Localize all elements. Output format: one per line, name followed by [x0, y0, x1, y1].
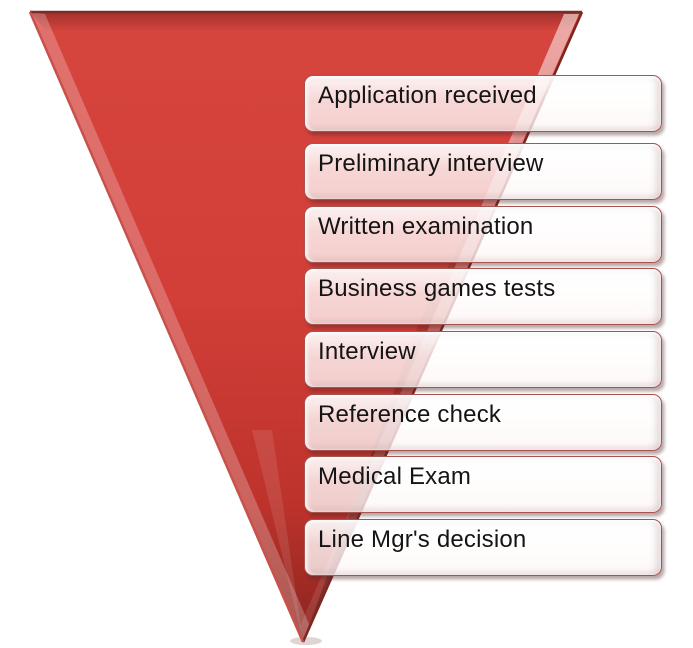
- funnel-left-bevel: [30, 12, 309, 642]
- step-box-business-games-tests: Business games tests: [304, 268, 662, 325]
- step-box-interview: Interview: [304, 331, 662, 388]
- funnel-top-shade: [31, 13, 581, 32]
- step-box-medical-exam: Medical Exam: [304, 456, 662, 513]
- funnel-left-edge: [28, 11, 305, 643]
- step-label: Interview: [318, 338, 416, 365]
- funnel-center-ridge: [252, 430, 303, 642]
- step-box-line-mgrs-decision: Line Mgr's decision: [304, 519, 662, 576]
- step-label: Line Mgr's decision: [318, 526, 527, 553]
- step-box-application-received: Application received: [304, 75, 662, 132]
- step-box-reference-check: Reference check: [304, 394, 662, 451]
- step-label: Reference check: [318, 401, 502, 428]
- step-label: Medical Exam: [318, 463, 472, 490]
- step-label: Business games tests: [318, 275, 556, 302]
- step-label: Preliminary interview: [318, 150, 544, 177]
- step-box-preliminary-interview: Preliminary interview: [304, 143, 662, 200]
- step-label: Application received: [318, 82, 537, 109]
- funnel-tip-shadow: [290, 637, 322, 645]
- step-box-written-examination: Written examination: [304, 206, 662, 263]
- step-label: Written examination: [318, 213, 534, 240]
